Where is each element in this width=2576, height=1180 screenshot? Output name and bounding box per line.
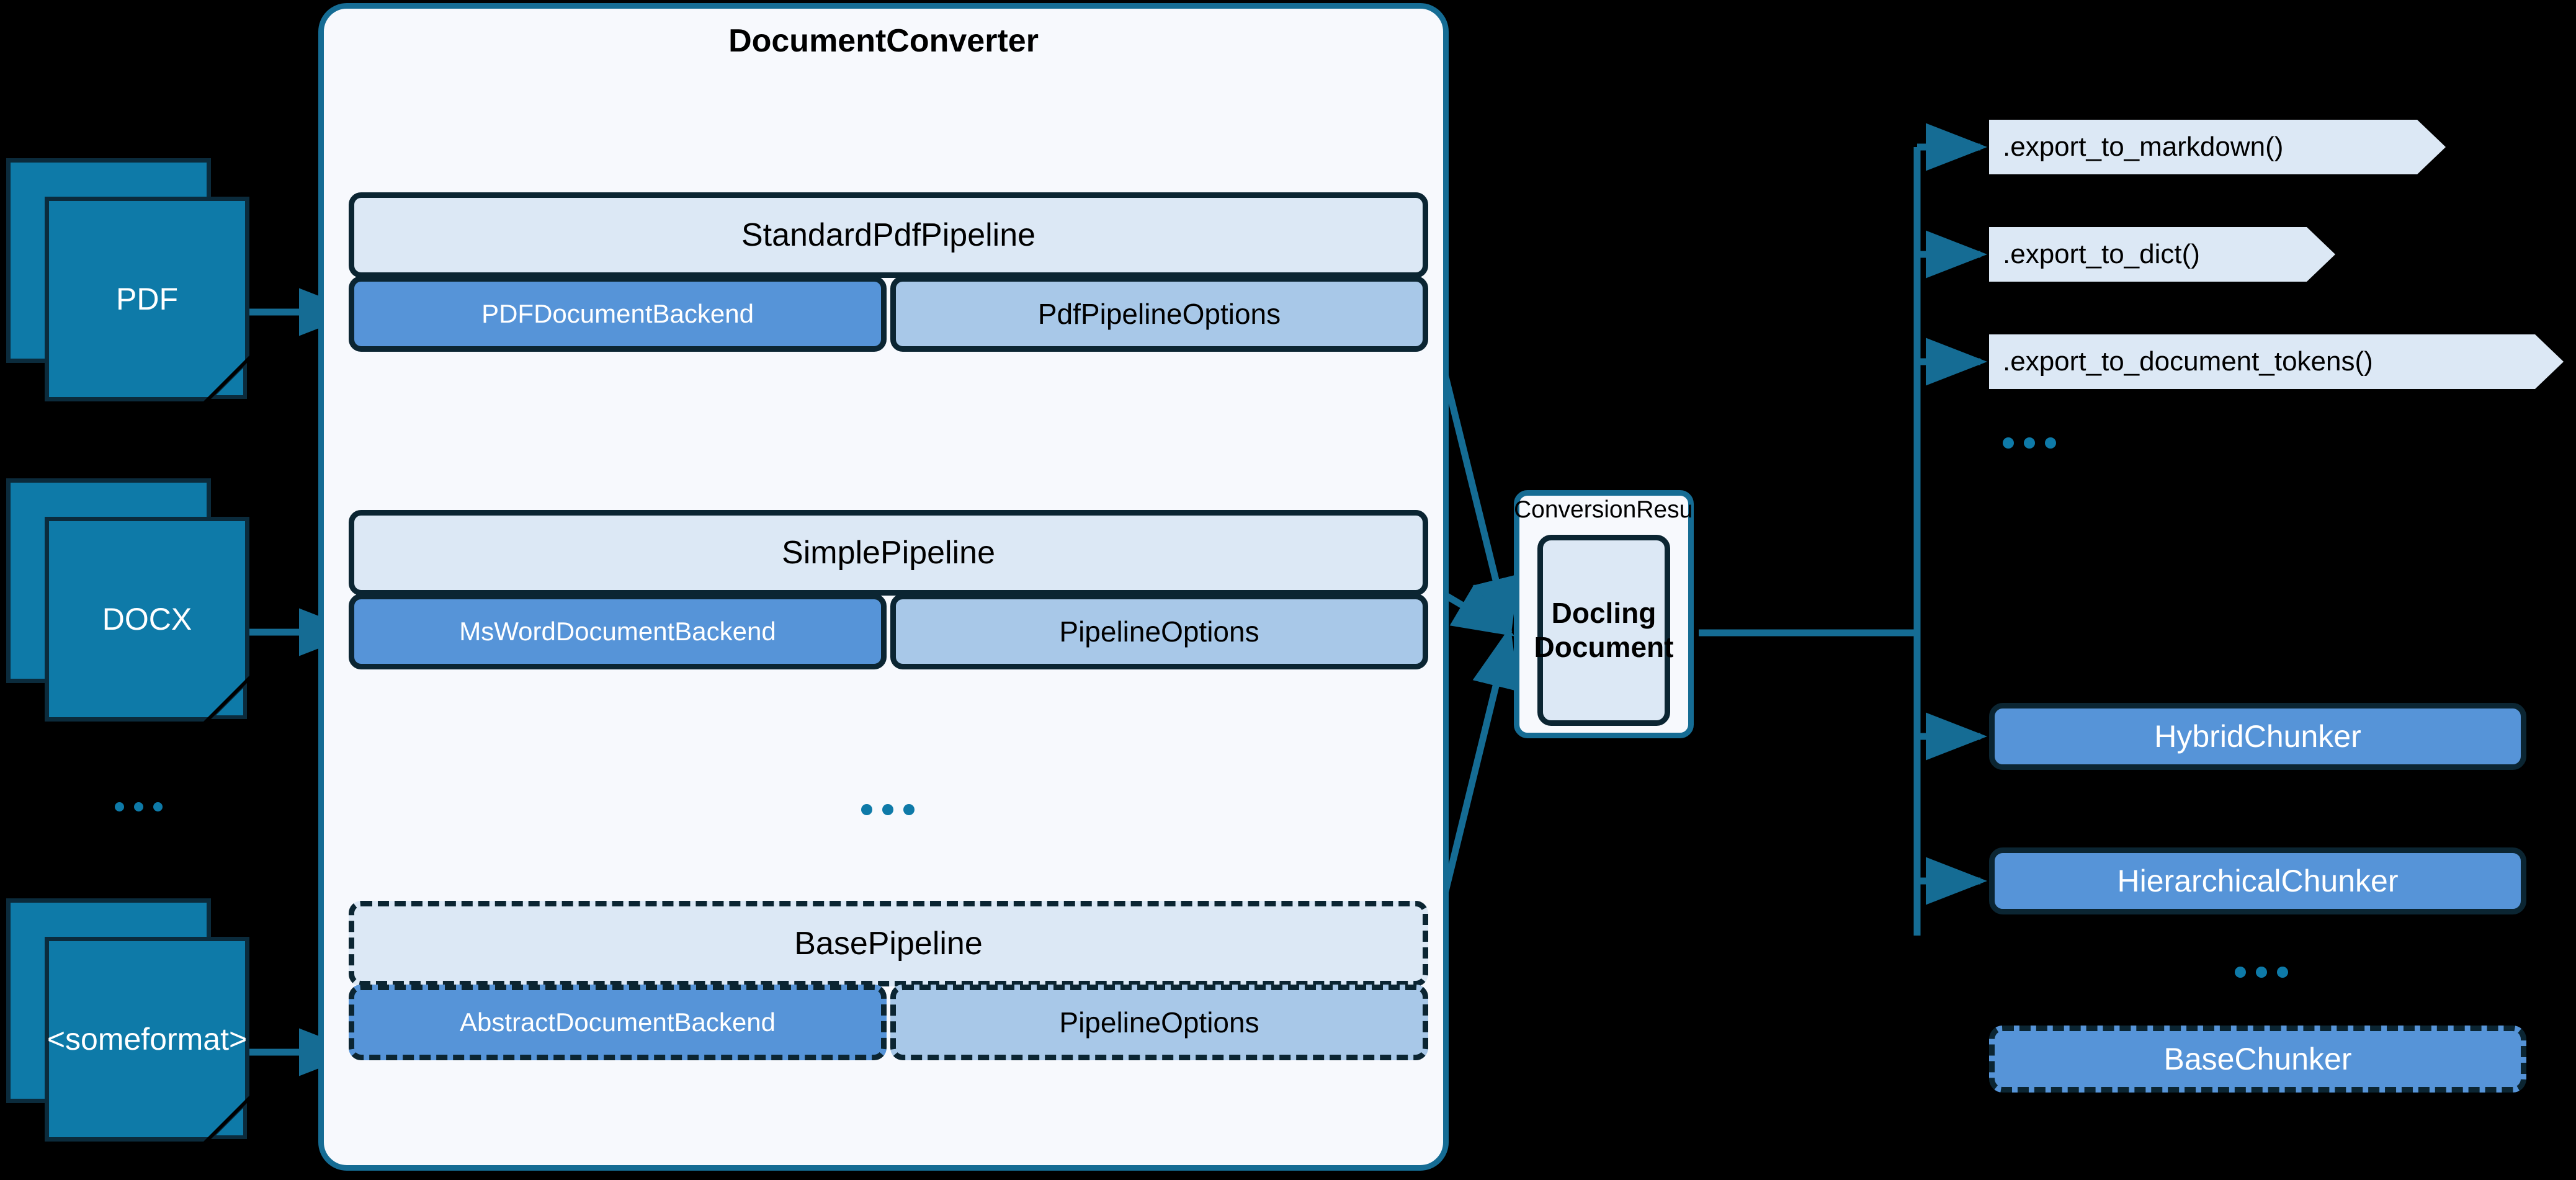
chunker-ellipsis xyxy=(2235,967,2288,978)
pipeline-options[interactable]: PipelineOptions xyxy=(890,594,1428,669)
chunker-base[interactable]: BaseChunker xyxy=(1989,1026,2526,1093)
chunker-hybrid[interactable]: HybridChunker xyxy=(1989,703,2526,770)
docling-document-box[interactable]: Docling Document xyxy=(1534,535,1673,726)
export-document-tokens-chevron[interactable]: .export_to_document_tokens() xyxy=(1989,334,2564,389)
pipeline-simple[interactable]: SimplePipeline MsWordDocumentBackend Pip… xyxy=(349,510,1428,669)
docling-document-line1: Docling xyxy=(1551,596,1657,629)
input-document-label-line1: <some xyxy=(47,1022,141,1057)
pipeline-standard-pdf[interactable]: StandardPdfPipeline PDFDocumentBackend P… xyxy=(349,192,1428,352)
pipeline-name: SimplePipeline xyxy=(349,510,1428,596)
pipeline-base[interactable]: BasePipeline AbstractDocumentBackend Pip… xyxy=(349,901,1428,1060)
pipeline-backend[interactable]: MsWordDocumentBackend xyxy=(349,594,887,669)
input-document-label-line2: format> xyxy=(141,1022,248,1057)
chunker-label: HierarchicalChunker xyxy=(2117,864,2399,898)
pipeline-options[interactable]: PdfPipelineOptions xyxy=(890,276,1428,352)
document-converter-title: DocumentConverter xyxy=(728,23,1039,59)
input-document-label: DOCX xyxy=(102,602,192,637)
pipeline-name: StandardPdfPipeline xyxy=(349,192,1428,278)
pipeline-ellipsis xyxy=(861,804,915,815)
pipeline-name: BasePipeline xyxy=(349,901,1428,986)
export-method-label: .export_to_document_tokens() xyxy=(2003,346,2373,377)
input-document-label: PDF xyxy=(116,282,178,316)
document-sheet-front: <some format> xyxy=(45,937,249,1142)
pipeline-options[interactable]: PipelineOptions xyxy=(890,985,1428,1060)
page-fold-icon xyxy=(203,355,249,401)
chunker-hierarchical[interactable]: HierarchicalChunker xyxy=(1989,847,2526,914)
input-ellipsis xyxy=(115,802,163,811)
docling-document-line2: Document xyxy=(1534,631,1674,663)
export-method-label: .export_to_markdown() xyxy=(2003,132,2284,162)
chunker-label: HybridChunker xyxy=(2154,719,2361,754)
chunker-label: BaseChunker xyxy=(2163,1042,2352,1076)
page-fold-icon xyxy=(203,1096,249,1142)
pipeline-backend[interactable]: AbstractDocumentBackend xyxy=(349,985,887,1060)
page-fold-icon xyxy=(203,676,249,722)
pipeline-backend[interactable]: PDFDocumentBackend xyxy=(349,276,887,352)
export-method-label: .export_to_dict() xyxy=(2003,239,2200,269)
export-markdown-chevron[interactable]: .export_to_markdown() xyxy=(1989,120,2446,174)
export-ellipsis xyxy=(2003,437,2056,449)
conversion-result-label: ConversionResult xyxy=(1514,496,1705,523)
export-dict-chevron[interactable]: .export_to_dict() xyxy=(1989,227,2335,282)
